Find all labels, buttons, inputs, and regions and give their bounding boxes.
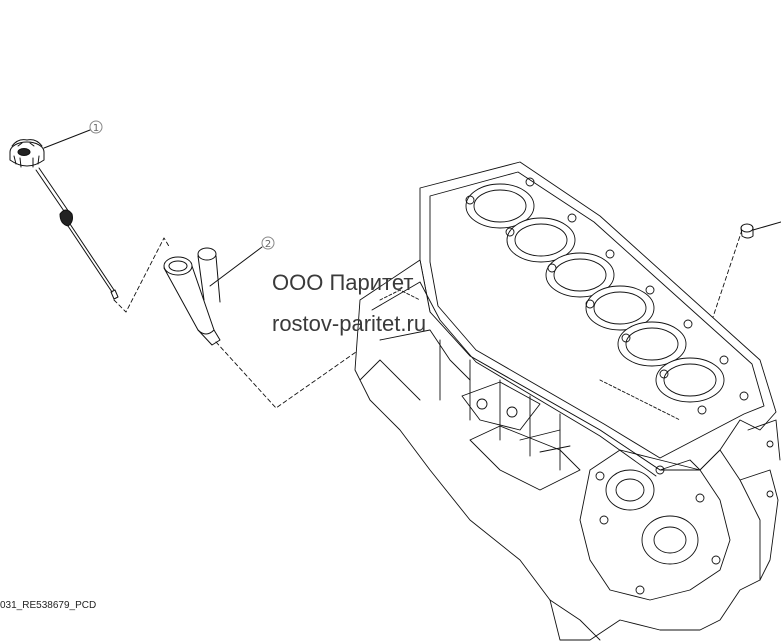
watermark-company-name: ООО Паритет [272,270,414,295]
callout-number-2: 2 [265,239,271,250]
callout-circle-2 [261,236,275,250]
dipstick [9,139,119,300]
callout-number-1: 1 [93,123,99,134]
figure-code: 031_RE538679_PCD [0,600,97,611]
leader-line-1 [43,129,91,149]
watermark-website: rostov-paritet.ru [272,311,427,336]
dipstick-tube [163,247,221,346]
callout-circle-1 [89,120,103,134]
cylinder-block [354,161,781,641]
leader-line-2 [209,246,263,287]
plug [740,221,781,239]
